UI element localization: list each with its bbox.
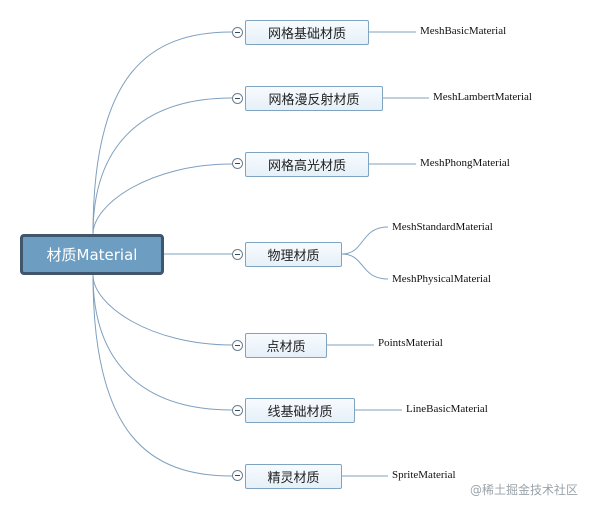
branch-node-physical[interactable]: 物理材质 [245,242,342,267]
collapse-icon[interactable] [232,249,243,260]
leaf-node[interactable]: PointsMaterial [378,337,443,349]
collapse-icon[interactable] [232,158,243,169]
branch-label: 点材质 [266,340,306,355]
leaf-node[interactable]: SpriteMaterial [392,469,456,481]
branch-label: 网格基础材质 [267,27,346,42]
root-connector [92,31,233,235]
leaf-connector [341,253,389,280]
root-connector [92,274,233,477]
branch-label: 线基础材质 [267,405,333,420]
collapse-icon[interactable] [232,470,243,481]
root-connector [92,97,233,235]
branch-node-points[interactable]: 点材质 [245,333,327,358]
leaf-connector [341,226,389,255]
collapse-icon[interactable] [232,340,243,351]
branch-node-mesh-lambert[interactable]: 网格漫反射材质 [245,86,383,111]
branch-node-mesh-basic[interactable]: 网格基础材质 [245,20,369,45]
collapse-icon[interactable] [232,405,243,416]
watermark: @稀土掘金技术社区 [469,483,578,497]
branch-node-line-basic[interactable]: 线基础材质 [245,398,355,423]
root-node-label: 材质Material [46,246,138,264]
branch-label: 物理材质 [267,249,320,264]
leaf-node[interactable]: MeshPhongMaterial [420,157,510,169]
root-connector [92,163,233,235]
collapse-icon[interactable] [232,27,243,38]
root-connector [92,274,233,411]
leaf-node[interactable]: MeshStandardMaterial [392,221,493,233]
root-node[interactable]: 材质Material [20,234,164,275]
branch-label: 精灵材质 [267,471,320,486]
branch-label: 网格高光材质 [267,159,346,174]
leaf-node[interactable]: LineBasicMaterial [406,403,488,415]
collapse-icon[interactable] [232,93,243,104]
leaf-node[interactable]: MeshLambertMaterial [433,91,532,103]
branch-node-mesh-phong[interactable]: 网格高光材质 [245,152,369,177]
root-connector [92,274,233,346]
branch-node-sprite[interactable]: 精灵材质 [245,464,342,489]
leaf-node[interactable]: MeshPhysicalMaterial [392,273,491,285]
leaf-node[interactable]: MeshBasicMaterial [420,25,507,37]
branch-label: 网格漫反射材质 [268,93,360,108]
